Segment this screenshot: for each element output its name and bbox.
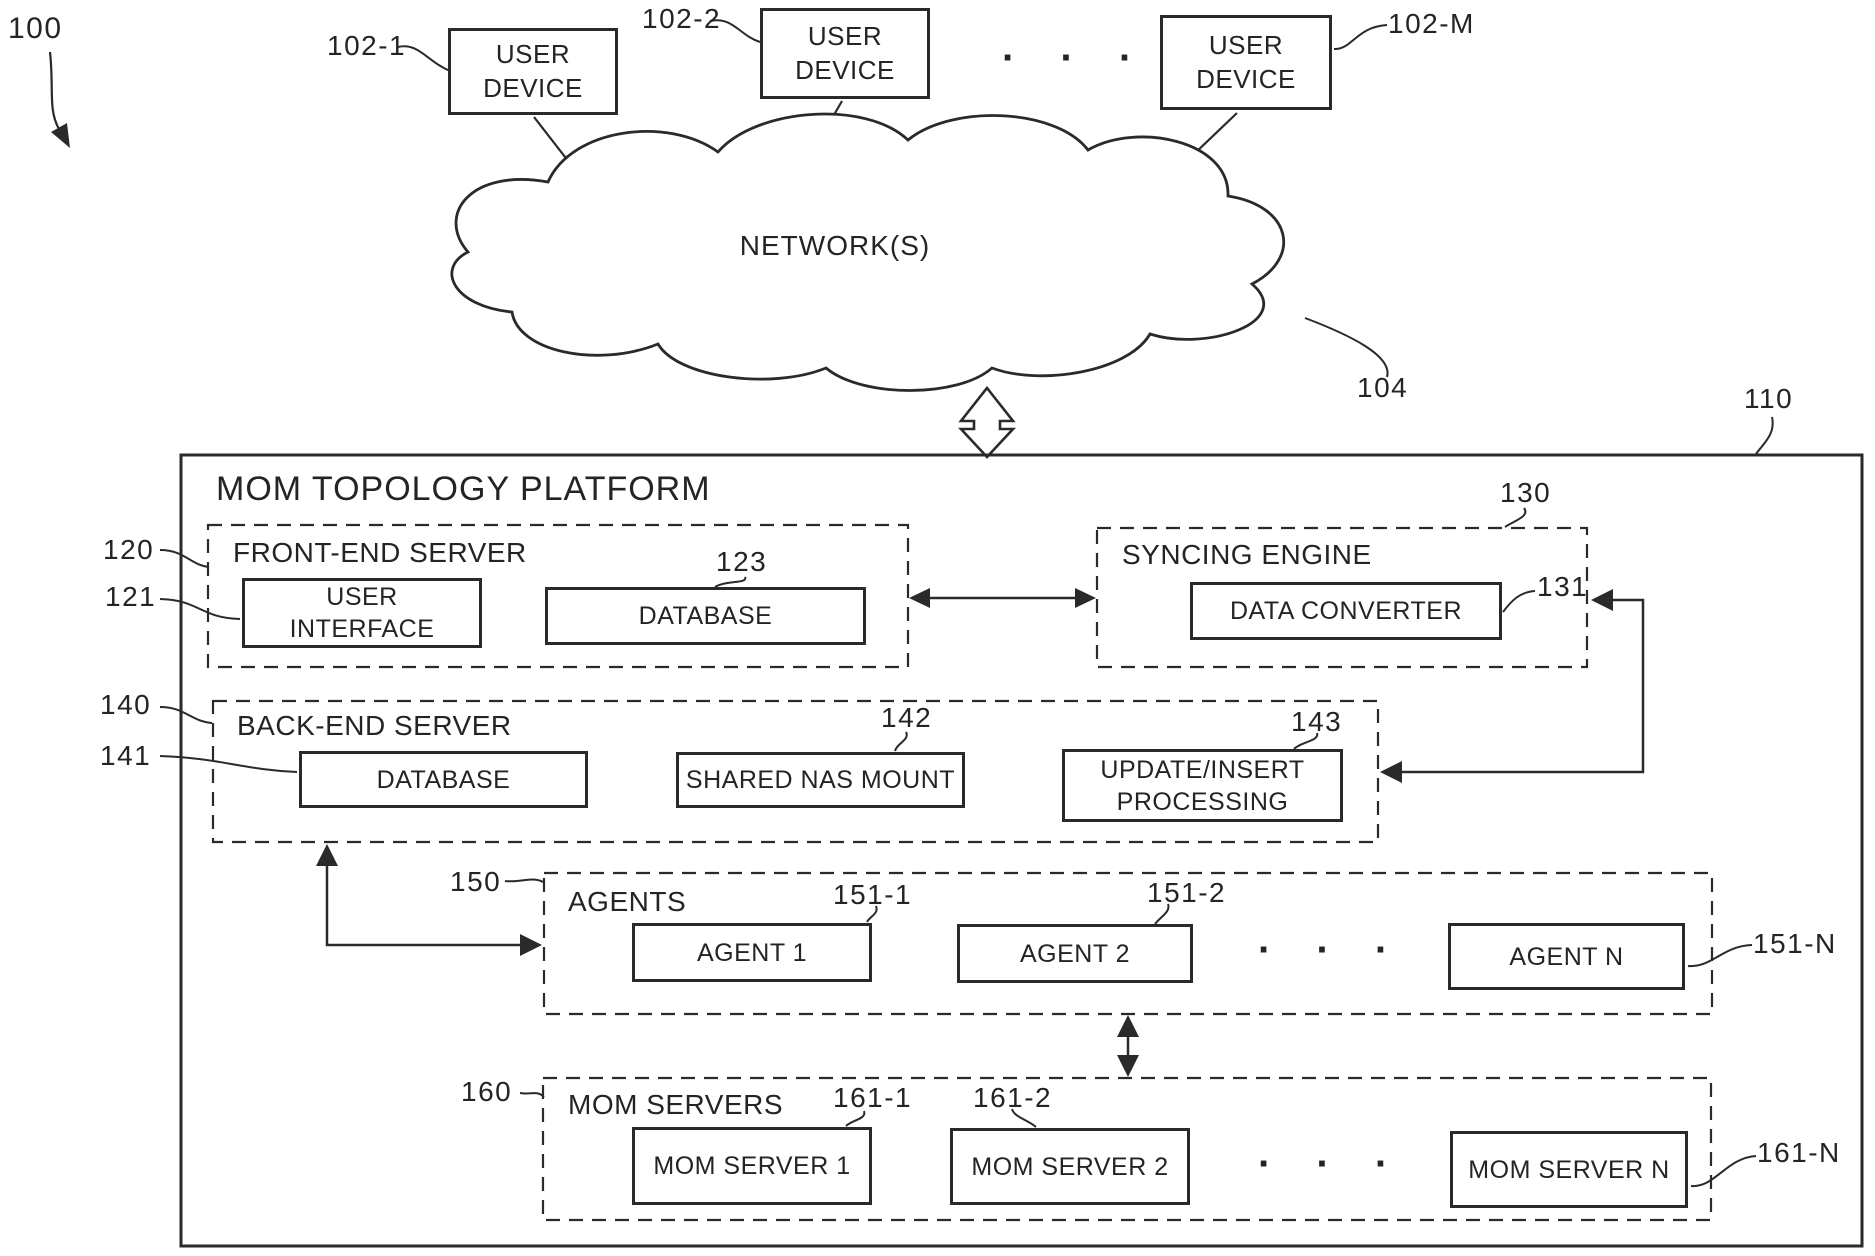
network-label: NETWORK(S) <box>739 230 931 261</box>
syncing-backend-elbow-line <box>1402 598 1645 774</box>
mom-servers-dashed-box <box>541 1076 1713 1222</box>
ref-142: 142 <box>881 702 933 733</box>
leader-110 <box>1755 416 1774 455</box>
leader-161-2 <box>1011 1108 1037 1128</box>
leader-151-1 <box>866 905 878 923</box>
shared-nas-mount-box: SHARED NAS MOUNT <box>676 752 965 808</box>
ref-102-M: 102-M <box>1388 8 1475 39</box>
leader-102-M <box>1333 24 1388 51</box>
leader-151-2 <box>1154 903 1170 925</box>
front-end-database-box: DATABASE <box>545 587 866 645</box>
back-end-server-dashed-box <box>211 699 1380 844</box>
figure-ref-arrowhead <box>51 123 70 148</box>
ref-160: 160 <box>461 1076 513 1107</box>
user-device-2-box: USER DEVICE <box>760 8 930 99</box>
user-device-m-box: USER DEVICE <box>1160 15 1332 110</box>
network-platform-arrow <box>958 385 1016 459</box>
mom-server-1-box: MOM SERVER 1 <box>632 1127 872 1205</box>
ref-130: 130 <box>1500 477 1552 508</box>
back-end-database-box: DATABASE <box>299 751 588 808</box>
ref-141: 141 <box>100 740 152 771</box>
syncing-engine-title: SYNCING ENGINE <box>1122 539 1372 570</box>
leader-102-2 <box>709 19 761 43</box>
ref-161-2: 161-2 <box>973 1082 1053 1113</box>
leader-104 <box>1304 317 1389 378</box>
agents-dashed-box <box>542 871 1714 1016</box>
leader-141 <box>159 755 298 773</box>
leader-151-N <box>1687 944 1753 968</box>
platform-title: MOM TOPOLOGY PLATFORM <box>216 470 711 508</box>
agents-title: AGENTS <box>568 886 687 917</box>
ref-131: 131 <box>1537 571 1589 602</box>
update-insert-arrowhead <box>1380 761 1402 783</box>
mom-servers-ellipsis: · · · <box>1258 1142 1406 1186</box>
user-device-1-box: USER DEVICE <box>448 28 618 115</box>
front-end-server-title: FRONT-END SERVER <box>233 537 527 568</box>
syncing-engine-dashed-box <box>1095 526 1589 669</box>
front-end-server-dashed-box <box>206 523 910 669</box>
ref-151-1: 151-1 <box>833 879 913 910</box>
agent-2-box: AGENT 2 <box>957 924 1193 983</box>
frontend-syncing-arrowhead-right <box>1075 588 1096 608</box>
ref-140: 140 <box>100 689 152 720</box>
ref-110: 110 <box>1744 383 1794 414</box>
figure-ref-arrow <box>48 51 60 130</box>
data-converter-box: DATA CONVERTER <box>1190 582 1502 640</box>
agent-1-box: AGENT 1 <box>632 923 872 982</box>
back-end-server-title: BACK-END SERVER <box>237 710 512 741</box>
leader-161-1 <box>845 1110 866 1127</box>
network-cloud <box>450 112 1286 392</box>
ref-120: 120 <box>103 534 155 565</box>
ref-104: 104 <box>1357 372 1409 403</box>
ref-102-1: 102-1 <box>327 30 407 61</box>
leader-150 <box>504 878 544 883</box>
ref-161-N: 161-N <box>1757 1137 1841 1168</box>
frontend-syncing-arrowhead-left <box>909 588 930 608</box>
leader-142 <box>894 731 908 752</box>
platform-border <box>179 453 1864 1248</box>
agents-ellipsis: · · · <box>1258 928 1406 972</box>
leader-161-N <box>1690 1155 1757 1188</box>
ref-121: 121 <box>105 581 157 612</box>
leader-120 <box>159 549 210 568</box>
agents-mom-arrowhead-down <box>1117 1055 1139 1077</box>
mom-server-n-box: MOM SERVER N <box>1450 1131 1688 1208</box>
backend-agents-elbow-line <box>325 862 522 947</box>
leader-130 <box>1504 507 1527 528</box>
leader-160 <box>519 1092 545 1098</box>
figure-ref: 100 <box>8 12 63 45</box>
update-insert-processing-box: UPDATE/INSERT PROCESSING <box>1062 749 1343 822</box>
leader-140 <box>159 706 213 724</box>
ref-150: 150 <box>450 866 502 897</box>
leader-131 <box>1502 590 1536 613</box>
agent-n-box: AGENT N <box>1448 923 1685 990</box>
ref-143: 143 <box>1291 706 1343 737</box>
leader-143 <box>1293 732 1319 750</box>
ref-102-2: 102-2 <box>642 3 722 34</box>
ref-151-N: 151-N <box>1753 928 1837 959</box>
backend-arrowhead-up <box>316 844 338 866</box>
user-interface-box: USER INTERFACE <box>242 578 482 648</box>
leader-123 <box>714 576 747 588</box>
mom-server-2-box: MOM SERVER 2 <box>950 1128 1190 1205</box>
mom-servers-title: MOM SERVERS <box>568 1089 784 1120</box>
device-ellipsis: · · · <box>1002 36 1150 80</box>
ref-151-2: 151-2 <box>1147 877 1227 908</box>
leader-102-1 <box>397 45 451 72</box>
syncing-arrowhead <box>1591 589 1613 611</box>
ref-161-1: 161-1 <box>833 1082 913 1113</box>
agents-mom-arrowhead-up <box>1117 1015 1139 1037</box>
ref-123: 123 <box>716 546 768 577</box>
leader-121 <box>159 598 241 620</box>
agents-arrowhead-right <box>520 934 542 956</box>
